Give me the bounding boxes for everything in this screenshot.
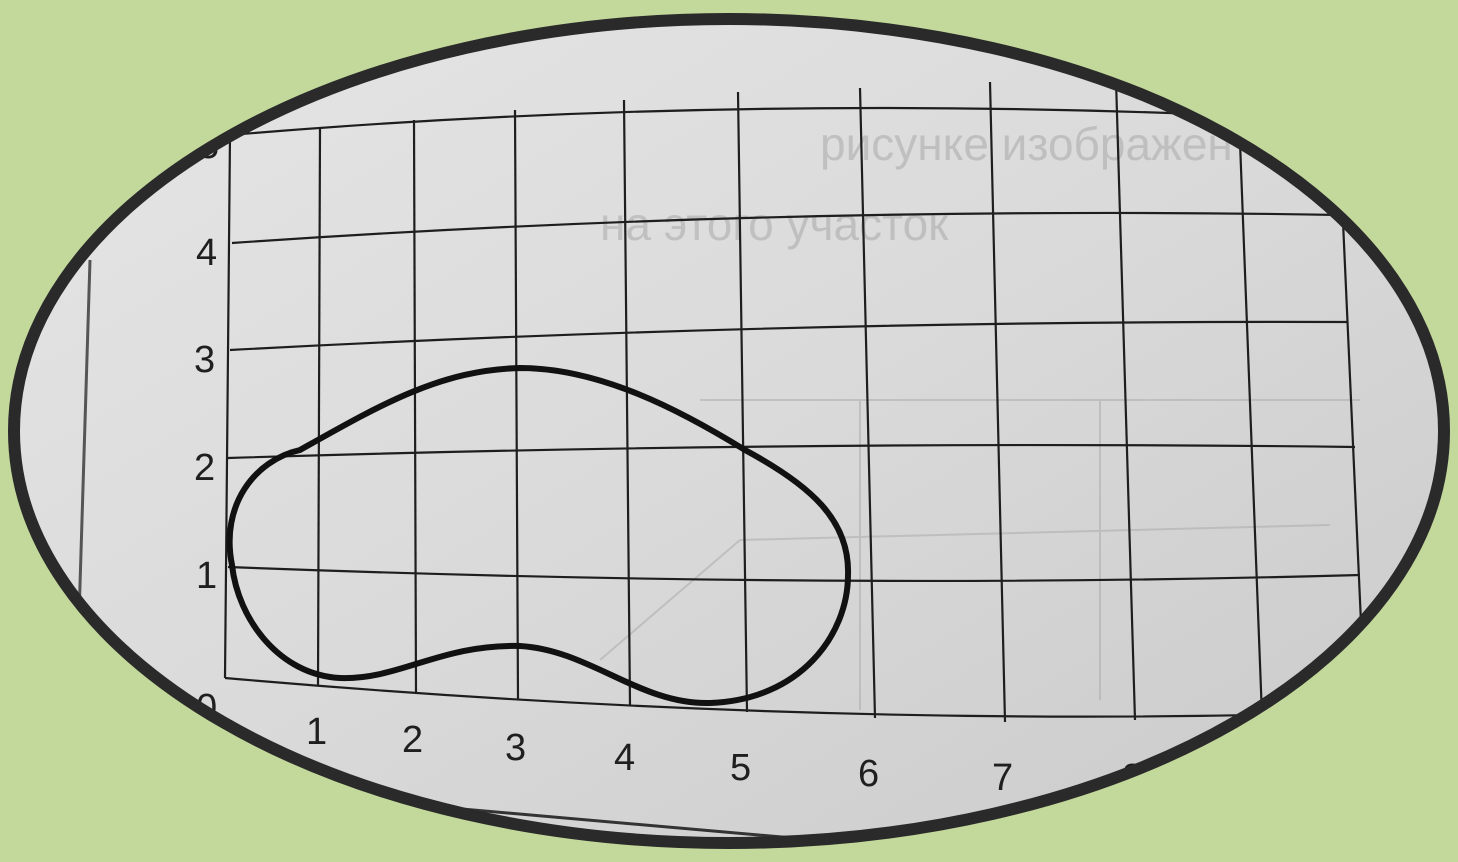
x-tick-4: 4 [614,737,635,779]
grid-vertical-lines [223,79,1367,723]
y-tick-2: 2 [194,447,215,489]
closed-curve [226,365,852,707]
bleed-text-line1: рисунке изображен [820,118,1233,170]
x-tick-5: 5 [730,747,751,789]
oval-frame [8,13,1450,849]
x-tick-3: 3 [505,727,526,769]
bleed-text-line2: на этого участок [600,198,949,250]
y-tick-1: 1 [196,555,217,597]
x-tick-6: 6 [858,753,879,795]
y-tick-4: 4 [196,232,217,274]
grid-horizontal-lines [224,106,1371,718]
y-tick-3: 3 [194,339,215,381]
x-tick-1: 1 [306,711,327,753]
x-tick-7: 7 [992,757,1013,799]
x-tick-2: 2 [402,719,423,761]
page-margin-line [76,259,92,651]
